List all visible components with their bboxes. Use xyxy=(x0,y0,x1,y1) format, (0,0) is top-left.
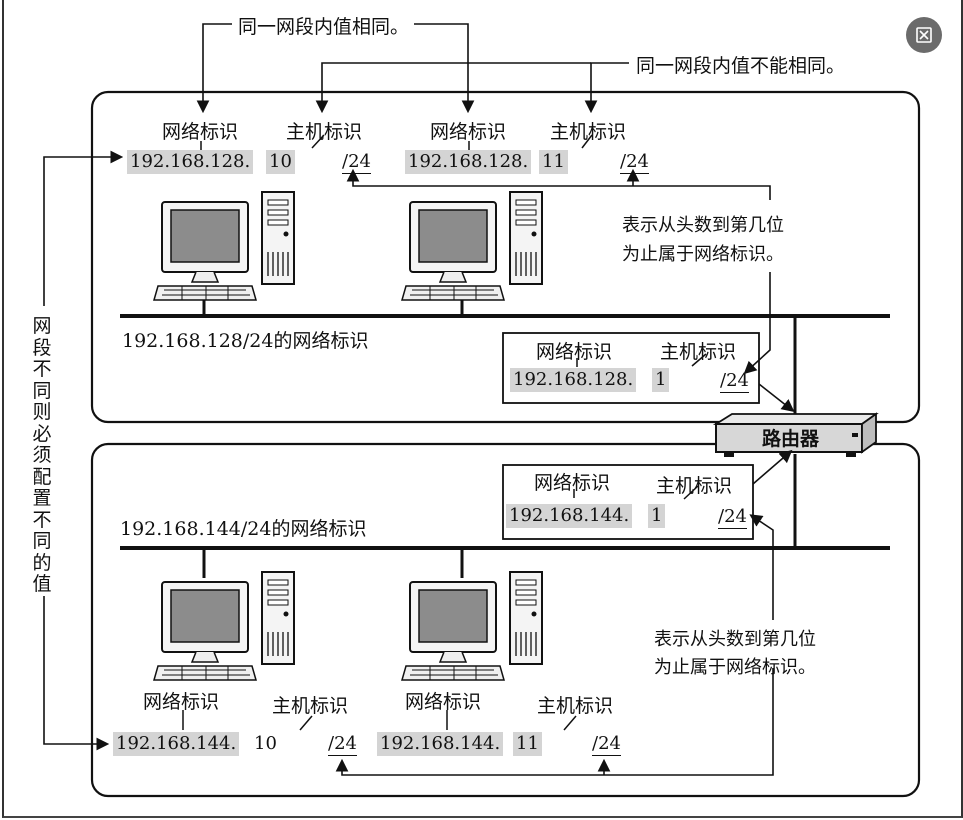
prefix-note-line1: 表示从头数到第几位 xyxy=(622,215,784,236)
host-network-id: 192.168.128. xyxy=(127,150,254,174)
host-label: 主机标识 xyxy=(286,121,363,143)
network-label: 网络标识 xyxy=(162,121,239,143)
host-id: 11 xyxy=(539,150,568,174)
prefix-length: /24 xyxy=(620,151,649,174)
host-label: 主机标识 xyxy=(537,695,614,717)
router-label: 路由器 xyxy=(762,428,820,450)
network-caption-top: 192.168.128/24的网络标识 xyxy=(122,330,369,352)
network-label: 网络标识 xyxy=(536,341,613,363)
host-label: 主机标识 xyxy=(656,475,733,497)
prefix-note-line2: 为止属于网络标识。 xyxy=(654,657,816,678)
router-host-id: 1 xyxy=(652,368,670,392)
same-segment-diff-note: 同一网段内值不能相同。 xyxy=(636,55,846,77)
diff-segment-note: 网段不同则必须配置不同的值 xyxy=(29,315,55,596)
network-label: 网络标识 xyxy=(534,472,611,494)
host-label: 主机标识 xyxy=(660,341,737,363)
host-id: 10 xyxy=(254,733,277,754)
host-id: 11 xyxy=(513,732,542,756)
expand-icon xyxy=(916,27,932,43)
prefix-length: /24 xyxy=(342,151,371,174)
prefix-length: /24 xyxy=(328,733,357,756)
desktop-computer-icon xyxy=(153,191,295,301)
network-caption-bottom: 192.168.144/24的网络标识 xyxy=(120,518,367,540)
prefix-length: /24 xyxy=(592,733,621,756)
network-box-top xyxy=(90,90,921,424)
same-segment-same-note: 同一网段内值相同。 xyxy=(238,16,410,38)
host-label: 主机标识 xyxy=(550,121,627,143)
host-network-id: 192.168.128. xyxy=(405,150,532,174)
prefix-note-line2: 为止属于网络标识。 xyxy=(622,244,784,265)
host-label: 主机标识 xyxy=(272,695,349,717)
expand-button[interactable] xyxy=(906,17,942,53)
network-label: 网络标识 xyxy=(430,121,507,143)
network-label: 网络标识 xyxy=(405,691,482,713)
network-box-bottom xyxy=(90,442,921,798)
desktop-computer-icon xyxy=(401,571,543,681)
prefix-note-line1: 表示从头数到第几位 xyxy=(654,629,816,650)
host-network-id: 192.168.144. xyxy=(377,732,504,756)
desktop-computer-icon xyxy=(153,571,295,681)
prefix-length: /24 xyxy=(718,506,747,529)
router-network-id: 192.168.144. xyxy=(506,504,633,528)
host-network-id: 192.168.144. xyxy=(113,732,240,756)
router-icon xyxy=(712,412,879,457)
router-host-id: 1 xyxy=(648,504,666,528)
desktop-computer-icon xyxy=(401,191,543,301)
host-id: 10 xyxy=(266,150,295,174)
router-network-id: 192.168.128. xyxy=(510,368,637,392)
prefix-length: /24 xyxy=(720,370,749,393)
network-label: 网络标识 xyxy=(143,691,220,713)
